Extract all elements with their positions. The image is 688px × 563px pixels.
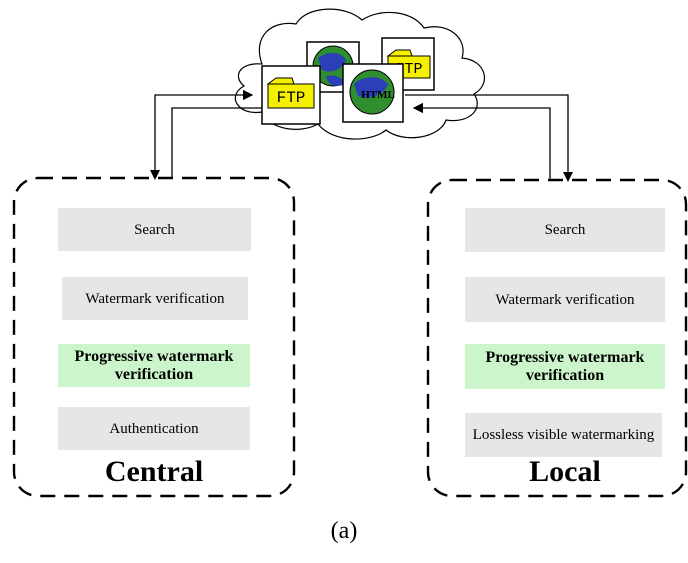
central-progressive-watermark-verification-label: Progressive watermark verification: [74, 347, 234, 383]
local-watermark-verification-box: Watermark verification: [465, 277, 665, 322]
local-progressive-watermark-verification-box: Progressive watermark verification: [465, 344, 665, 389]
local-panel: [426, 178, 688, 498]
central-authentication-box: Authentication: [58, 407, 250, 450]
central-search-label: Search: [134, 221, 175, 238]
central-progressive-watermark-verification-box: Progressive watermark verification: [58, 344, 250, 387]
ftp-label: FTP: [277, 89, 306, 107]
central-authentication-label: Authentication: [109, 420, 199, 437]
ftp-folder-icon: FTP: [261, 65, 321, 125]
local-search-box: Search: [465, 208, 665, 252]
central-search-box: Search: [58, 208, 251, 251]
local-progressive-watermark-verification-label: Progressive watermark verification: [485, 348, 645, 384]
central-link-outer: [154, 89, 254, 178]
central-watermark-verification-box: Watermark verification: [62, 277, 248, 320]
html-globe-icon: HTML: [342, 63, 404, 123]
local-lossless-visible-watermarking-box: Lossless visible watermarking: [465, 413, 662, 457]
local-watermark-verification-label: Watermark verification: [495, 291, 635, 308]
local-link-inner: [412, 102, 551, 180]
html-label: HTML: [361, 89, 395, 101]
local-panel-label: Local: [529, 455, 601, 488]
central-arrowhead: [150, 170, 160, 180]
local-arrowhead: [563, 172, 573, 182]
figure-caption: (a): [330, 518, 358, 544]
central-watermark-verification-label: Watermark verification: [85, 290, 225, 307]
local-search-label: Search: [544, 222, 586, 238]
central-link-inner: [171, 107, 268, 178]
local-link-outer: [405, 94, 569, 180]
central-panel-label: Central: [104, 455, 204, 488]
local-lossless-visible-watermarking-label: Lossless visible watermarking: [472, 427, 655, 443]
